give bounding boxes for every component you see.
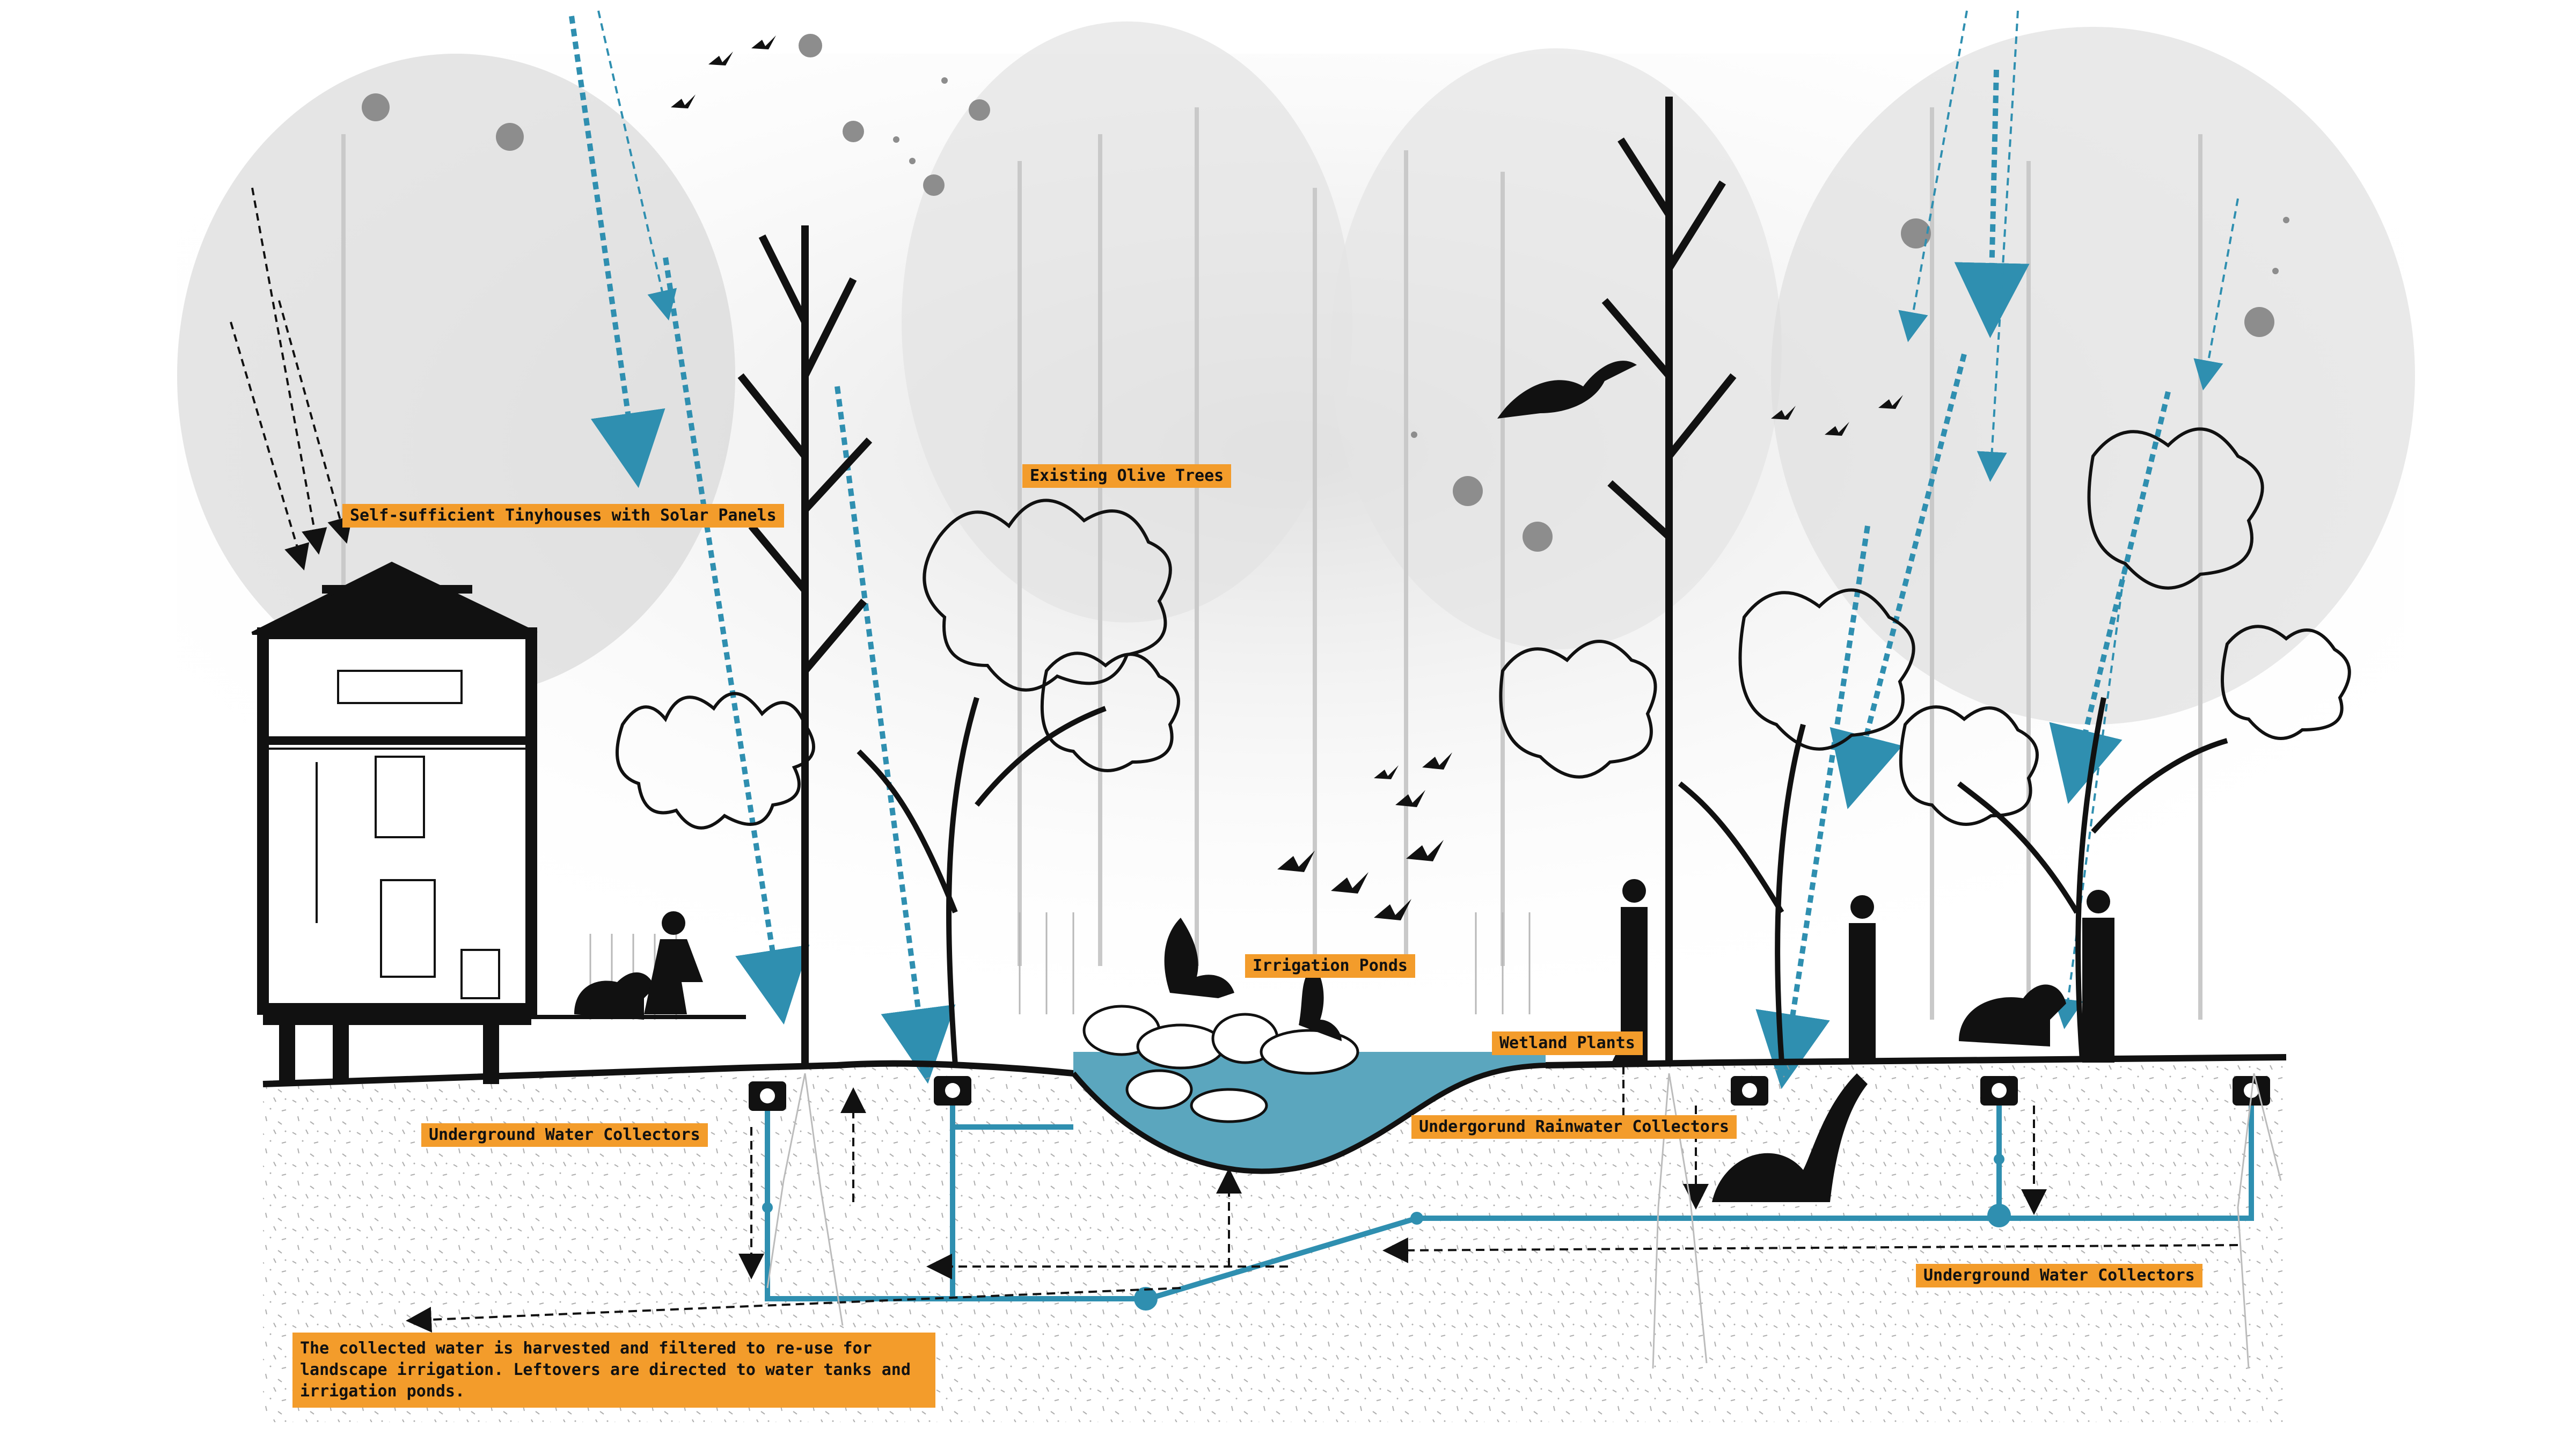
water-collector-icon (749, 1076, 2270, 1111)
olive-trees-label: Existing Olive Trees (1022, 464, 1232, 488)
irrigation-ponds-label: Irrigation Ponds (1245, 954, 1415, 978)
underground-collectors-right-label: Underground Water Collectors (1916, 1264, 2202, 1287)
tree-icon (737, 97, 2228, 1068)
sunlight-arrows (230, 187, 353, 571)
harvest-note-label: The collected water is harvested and fil… (292, 1333, 935, 1408)
heron-icon (1497, 361, 1637, 419)
irrigation-pond (1071, 1005, 1546, 1174)
duck-icon (1164, 918, 1342, 1041)
tinyhouses-label: Self-sufficient Tinyhouses with Solar Pa… (342, 504, 784, 528)
mole-icon (1712, 1073, 1868, 1202)
person-icon (644, 879, 2114, 1063)
underground-rainwater-collectors-label: Undergorund Rainwater Collectors (1411, 1115, 1737, 1139)
olive-tree-canopies (616, 427, 2351, 830)
rain-arrow-icon (569, 10, 2239, 1089)
bird-icon (671, 35, 1903, 920)
solar-panel-icon (322, 585, 386, 594)
pipe-junctions (762, 1154, 2011, 1311)
pollution-particles (362, 34, 2289, 552)
dog-icon (574, 972, 2066, 1046)
underground-collectors-left-label: Underground Water Collectors (421, 1123, 708, 1147)
wetland-plants-label: Wetland Plants (1492, 1031, 1643, 1055)
house-icon (251, 561, 746, 1084)
flow-arrows (406, 1039, 2238, 1333)
